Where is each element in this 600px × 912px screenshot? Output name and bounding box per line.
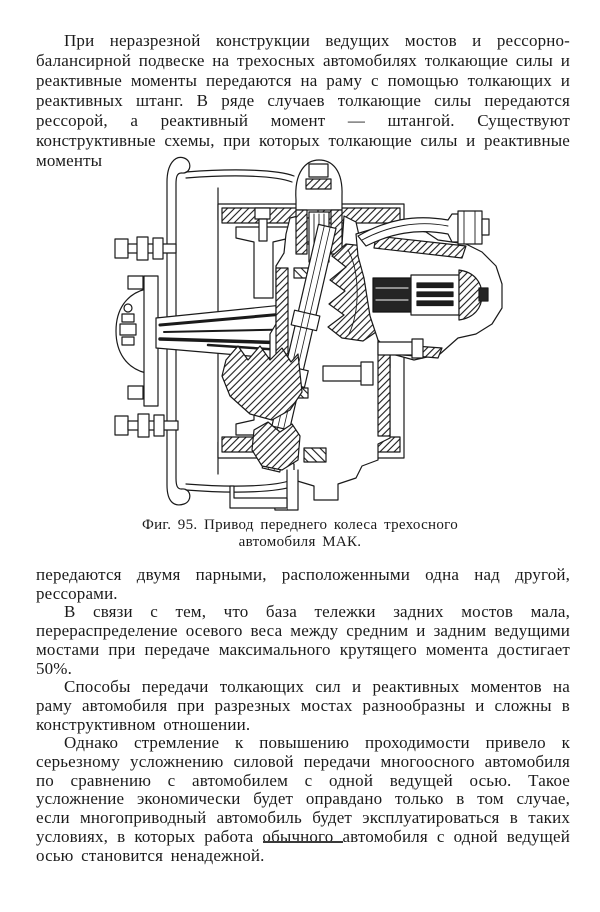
paragraph-top: При неразрезной конструкции ведущих мост… — [36, 31, 570, 170]
paragraph-continuation: передаются двумя парными, расположенными… — [36, 565, 570, 603]
lower-text-block: передаются двумя парными, расположенными… — [36, 565, 570, 865]
paragraph-wheelbase: В связи с тем, что база тележки задних м… — [36, 602, 570, 678]
scan-artifact-line — [263, 841, 343, 843]
figure-95-illustration — [114, 156, 503, 511]
paragraph-transfer-methods: Способы передачи толкающих сил и реактив… — [36, 677, 570, 734]
figure-caption-line2: автомобиля МАК. — [238, 534, 362, 550]
figure-95 — [58, 148, 538, 513]
figure-caption-line1: Фиг. 95. Привод переднего колеса трехосн… — [141, 517, 459, 533]
figure-95-caption: Фиг. 95. Привод переднего колеса трехосн… — [0, 517, 600, 551]
paragraph-conclusion: Однако стремление к повышению проходимос… — [36, 733, 570, 865]
